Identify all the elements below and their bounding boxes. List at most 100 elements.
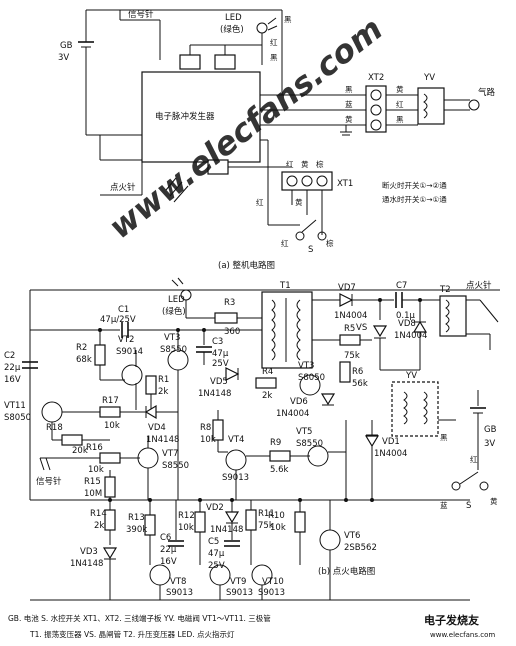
resistor-r10 xyxy=(294,511,306,533)
r1-value: 2k xyxy=(158,387,168,397)
resistor-r1 xyxy=(145,375,157,395)
legend-line-2: T1. 振荡变压器 VS. 晶闸管 T2. 升压变压器 LED. 点火指示灯 xyxy=(29,629,235,639)
thyristor-vs xyxy=(372,325,388,338)
watermark-corner-sub: www.elecfans.com xyxy=(430,631,495,639)
ignition-needle-b: 点火针 xyxy=(466,280,492,291)
c3-value2: 25V xyxy=(212,359,229,369)
wire-yellow-1: 黄 xyxy=(345,114,353,124)
r18-value: 20k xyxy=(72,446,88,456)
switch-yellow: 黄 xyxy=(490,496,498,506)
resistor-r12 xyxy=(194,511,206,533)
xt1-label: XT1 xyxy=(337,179,353,189)
vt6-value: 2SB562 xyxy=(344,543,377,553)
resistor-r6 xyxy=(339,361,351,383)
vt5-value: S8550 xyxy=(296,439,323,449)
ignition-needle-label: 点火针 xyxy=(110,182,136,193)
r15-value: 10M xyxy=(84,489,102,499)
battery-label: GB xyxy=(60,41,73,51)
r12-label: R12 xyxy=(178,511,195,521)
c6-label: C6 xyxy=(160,533,171,543)
t1-label: T1 xyxy=(279,281,291,291)
bottom-circuit: LED (绿色) R3 360 T1 VD7 1N4004 C7 0.1μ T2… xyxy=(4,277,500,601)
vt5-label: VT5 xyxy=(296,427,312,437)
yv-label-b: YV xyxy=(405,371,417,381)
connector-top-right xyxy=(214,54,236,70)
wire-red-3: 红 xyxy=(286,159,294,169)
transformer-t1 xyxy=(261,291,313,369)
xt2-label: XT2 xyxy=(368,73,384,83)
r16-value: 10k xyxy=(88,465,104,475)
wire-black-2: 黑 xyxy=(270,53,278,62)
resistor-r5 xyxy=(339,334,361,346)
resistor-r2 xyxy=(94,344,106,366)
led-color-b: (绿色) xyxy=(162,306,186,317)
vd3-value: 1N4148 xyxy=(70,559,103,569)
c5-label: C5 xyxy=(208,537,219,547)
diode-vd6 xyxy=(320,393,336,406)
r13-label: R13 xyxy=(128,513,145,523)
diode-vd1 xyxy=(364,435,380,448)
r3-label: R3 xyxy=(224,298,235,308)
vt3b-value: S8050 xyxy=(298,373,325,383)
r3-value: 360 xyxy=(224,327,240,337)
c1-label: C1 xyxy=(118,305,129,315)
r5-value: 75k xyxy=(344,351,360,361)
vd8-label: VD8 xyxy=(398,319,416,329)
t1-primary-coil-icon xyxy=(271,299,276,361)
resistor-r9 xyxy=(269,450,291,462)
r13-value: 390k xyxy=(126,525,147,535)
legend-line-1: GB. 电池 S. 水控开关 XT1、XT2. 三线端子板 YV. 电磁阀 VT… xyxy=(8,613,271,623)
r16-label: R16 xyxy=(86,443,103,453)
led-label: LED xyxy=(225,13,242,23)
wire-blue-1: 蓝 xyxy=(345,99,353,109)
c5-value1: 47μ xyxy=(208,549,225,559)
vt7-label: VT7 xyxy=(162,449,178,459)
battery-voltage: 3V xyxy=(58,53,69,63)
vt2-value: S9014 xyxy=(116,347,143,357)
vd2-label: VD2 xyxy=(206,503,224,513)
vt3b-label: VT3 xyxy=(298,361,314,371)
vt10-value: S9013 xyxy=(258,588,285,598)
vt9-value: S9013 xyxy=(226,588,253,598)
r12-value: 10k xyxy=(178,523,194,533)
resistor-r11 xyxy=(245,509,257,531)
vt6-label: VT6 xyxy=(344,531,360,541)
transistor-vt8 xyxy=(149,564,171,586)
resistor-r16 xyxy=(99,452,121,464)
pulse-generator-label: 电子脉冲发生器 xyxy=(155,111,215,122)
vt2-label: VT2 xyxy=(118,335,134,345)
terminal-xt2 xyxy=(365,85,387,133)
r11-value: 75k xyxy=(258,521,274,531)
switch-s-b: S xyxy=(466,501,471,511)
gas-valve-icon xyxy=(468,99,480,111)
vt4-label: VT4 xyxy=(228,435,244,445)
wire-yellow-4: 黄 xyxy=(295,197,303,207)
c1-value: 47μ/25V xyxy=(100,315,136,325)
r17-value: 10k xyxy=(104,421,120,431)
diode-vd2 xyxy=(224,511,240,524)
vt10-label: VT10 xyxy=(262,577,284,587)
switch-s-contact-right xyxy=(479,481,489,491)
wire-brown-2: 棕 xyxy=(326,238,334,248)
transistor-vt11 xyxy=(41,401,63,423)
led-label-b: LED xyxy=(168,295,185,305)
vd1-label: VD1 xyxy=(382,437,400,447)
r8-value: 10k xyxy=(200,435,216,445)
c3-value1: 47μ xyxy=(212,349,229,359)
c7-value: 0.1μ xyxy=(396,311,416,321)
transformer-t2 xyxy=(439,295,467,337)
caption-b: (b) 点火电路图 xyxy=(318,566,375,577)
c2-value2: 16V xyxy=(4,375,21,385)
r2-value: 68k xyxy=(76,355,92,365)
signal-needle-label: 信号针 xyxy=(128,9,154,20)
switch-contact-2 xyxy=(317,231,327,241)
vd3-label: VD3 xyxy=(80,547,98,557)
vd1-value: 1N4004 xyxy=(374,449,407,459)
r17-label: R17 xyxy=(102,396,119,406)
solenoid-coil-icon xyxy=(423,93,428,119)
r6-value: 56k xyxy=(352,379,368,389)
resistor-r3 xyxy=(214,312,238,324)
vt9-label: VT9 xyxy=(230,577,246,587)
wire-red-2: 红 xyxy=(396,99,404,109)
wire-black-3: 黑 xyxy=(345,85,353,94)
